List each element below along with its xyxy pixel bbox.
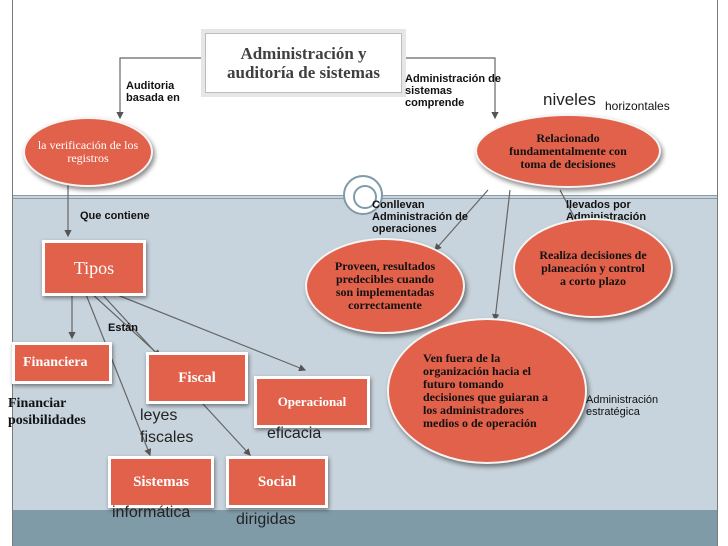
- financiera-text: Financiera: [23, 355, 88, 370]
- verification-oval: la verificación de los registros: [23, 117, 153, 187]
- eficacia-note: eficacia: [267, 425, 322, 442]
- line-tipos-operacional: [109, 291, 307, 372]
- bottom-band: [12, 510, 718, 546]
- decisions-oval: Relacionado fundamentalmente con toma de…: [475, 114, 661, 188]
- admin-comprende-label: Administración de sistemas comprende: [405, 73, 501, 109]
- ven-oval: Ven fuera de la organización hacia el fu…: [387, 318, 587, 464]
- decisions-oval-text: Relacionado fundamentalmente con toma de…: [509, 130, 627, 171]
- fiscal-text: Fiscal: [178, 369, 216, 386]
- proveen-oval-text: Proveen, resultados predecibles cuando s…: [334, 259, 436, 312]
- sistemas-text: Sistemas: [133, 473, 189, 490]
- social-box: Social: [226, 456, 328, 508]
- admin-estrategica-label: Administración estratégica: [586, 394, 659, 418]
- informatica-note: informática: [112, 504, 191, 521]
- fiscal-box: Fiscal: [146, 352, 248, 404]
- verification-oval-text: la verificación de los registros: [37, 138, 139, 165]
- auditoria-label: Auditoria basada en: [126, 80, 180, 104]
- niveles-label: niveles: [543, 90, 596, 109]
- line-title-auditoria: [119, 57, 205, 75]
- estan-label: Están: [108, 322, 138, 334]
- financiar-note: Financiar posibilidades: [8, 396, 86, 428]
- operacional-text: Operacional: [277, 394, 347, 409]
- frame-left: [12, 0, 13, 546]
- title-text: Administración y auditoría de sistemas: [227, 44, 380, 82]
- line-title-admin: [400, 57, 499, 120]
- diagram-title: Administración y auditoría de sistemas: [205, 33, 402, 93]
- sistemas-box: Sistemas: [108, 456, 214, 508]
- leyes-note: leyes fiscales: [140, 407, 194, 446]
- operacional-box: Operacional: [254, 376, 370, 428]
- realiza-oval: Realiza decisiones de planeación y contr…: [513, 218, 673, 318]
- proveen-oval: Proveen, resultados predecibles cuando s…: [305, 238, 465, 334]
- social-text: Social: [257, 473, 297, 490]
- tipos-text: Tipos: [73, 257, 115, 278]
- line-right-conllevan: [434, 189, 489, 251]
- horizontales-label: horizontales: [605, 99, 670, 113]
- line-tipos-sistemas: [84, 291, 152, 457]
- que-contiene-label: Que contiene: [80, 210, 150, 222]
- tipos-box: Tipos: [42, 240, 146, 296]
- decorative-ring: [343, 175, 383, 215]
- dirigidas-note: dirigidas: [236, 511, 296, 528]
- realiza-oval-text: Realiza decisiones de planeación y contr…: [539, 247, 647, 288]
- line-right-ven: [492, 189, 511, 322]
- ven-oval-text: Ven fuera de la organización hacia el fu…: [423, 351, 549, 430]
- frame-right: [717, 0, 718, 546]
- conllevan-label: Conllevan Administración de operaciones: [372, 199, 468, 235]
- financiera-box: Financiera: [12, 342, 112, 384]
